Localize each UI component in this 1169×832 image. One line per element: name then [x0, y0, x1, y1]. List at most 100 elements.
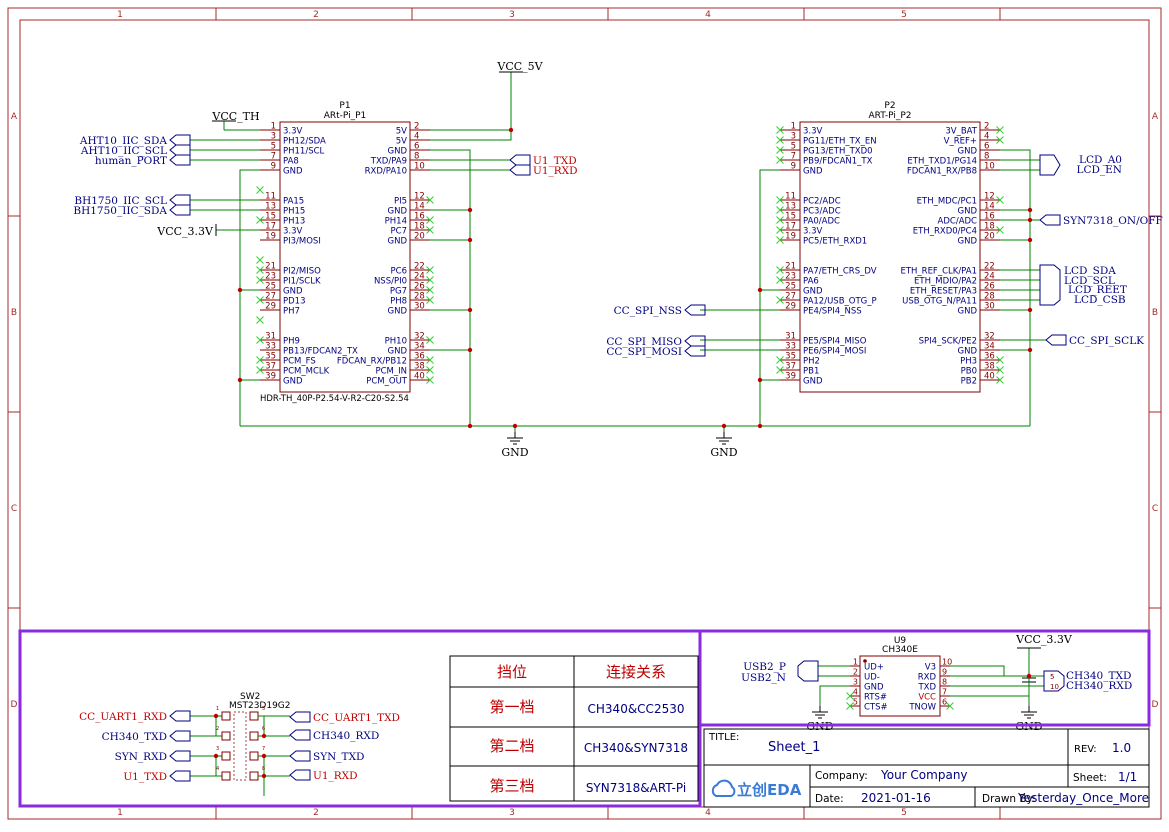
title-block-border — [703, 728, 1150, 808]
pin-number: 20 — [984, 232, 995, 242]
component-ref: P1 — [339, 101, 350, 111]
net-port-shape — [1043, 670, 1065, 692]
pin-name: PE4/SPI4_NSS — [803, 307, 862, 317]
pin-name: PG7 — [390, 287, 407, 297]
pin-number: 7 — [271, 152, 276, 162]
pin-number: 17 — [265, 222, 276, 232]
net-port: SYN_RXD — [115, 750, 191, 763]
no-connect-mark — [996, 136, 1004, 144]
pin-number: 4 — [984, 132, 989, 142]
pin-number: 11 — [265, 192, 276, 202]
no-connect-stroke — [426, 226, 434, 234]
pin-name: PA12/USB_OTG_P — [803, 297, 877, 307]
net-port: human_PORT — [95, 154, 191, 167]
junction-dot — [1027, 347, 1033, 353]
no-connect-stroke — [776, 226, 784, 234]
pin-number: 38 — [984, 362, 995, 372]
pin-number: 8 — [942, 678, 947, 687]
no-connect-stroke — [996, 226, 1004, 234]
switch-contact — [221, 771, 231, 781]
junction-dot — [467, 207, 473, 213]
pin-number: 1 — [216, 706, 219, 712]
no-connect-stroke — [776, 236, 784, 244]
component-ref: SW2 — [240, 692, 260, 702]
pin-name: TXD — [917, 683, 936, 693]
junction-dot — [467, 237, 473, 243]
switch-contact — [221, 751, 231, 761]
junction-dot — [261, 733, 267, 739]
no-connect-mark — [846, 692, 854, 700]
no-connect-stroke — [776, 366, 784, 374]
net-port-label: LCD_CSB — [1074, 294, 1126, 306]
net-port: U1_RXD — [289, 769, 358, 782]
pin-name: PC5/ETH_RXD1 — [803, 237, 867, 247]
net-port-label: LCD_SCL — [1064, 275, 1115, 287]
net-port-shape — [684, 335, 706, 347]
net-port-label: SYN_RXD — [115, 751, 167, 763]
net-port-shape — [289, 769, 311, 781]
power-label: VCC_5V — [496, 60, 543, 73]
pin-name: PCM_FS — [283, 357, 316, 367]
pin-name: GND — [958, 237, 978, 247]
logo-text: 立创EDA — [737, 781, 802, 799]
no-connect-marks — [256, 126, 1004, 710]
pin-name: RXD/PA10 — [365, 167, 407, 177]
column-label: 2 — [313, 808, 319, 818]
switch-sw2: SW2MST23D19G215263748 — [190, 692, 291, 796]
pin-number: 8 — [414, 152, 419, 162]
pin-name: ETH_MDC/PC1 — [917, 197, 977, 207]
column-label: 5 — [901, 10, 907, 20]
net-port-shape — [169, 194, 191, 206]
no-connect-mark — [776, 136, 784, 144]
net-port: U1_RXD — [509, 164, 578, 177]
pin-number: 9 — [942, 668, 947, 677]
pin-number: 32 — [984, 332, 995, 342]
no-connect-mark — [426, 226, 434, 234]
wire — [239, 169, 260, 426]
net-port-label: CH340_RXD — [1066, 680, 1132, 692]
power-label: VCC_TH — [211, 110, 259, 123]
pin-name: UD+ — [864, 663, 884, 673]
pin-number: 5 — [262, 706, 265, 712]
pin-number: 1 — [271, 122, 276, 132]
pin-name: PH2 — [803, 357, 820, 367]
pin-name: PC7 — [391, 227, 407, 237]
pin-name: ETH_REF_CLK/PA1 — [900, 267, 977, 277]
gnd-label: GND — [710, 446, 737, 459]
no-connect-mark — [426, 356, 434, 364]
highlight-box — [698, 629, 1151, 727]
pin-name: V_REF+ — [944, 137, 977, 147]
net-port-shape — [1039, 264, 1061, 306]
pin-number: 13 — [785, 202, 796, 212]
pin-name: PG13/ETH_TXD0 — [803, 147, 873, 157]
pin-name: PA0/ADC — [803, 217, 840, 227]
no-connect-stroke — [776, 216, 784, 224]
no-connect-mark — [776, 296, 784, 304]
table-cell: SYN7318&ART-Pi — [586, 781, 686, 795]
no-connect-mark — [776, 236, 784, 244]
no-connect-stroke — [776, 136, 784, 144]
net-port-label: LCD_SDA — [1064, 265, 1116, 277]
pin-number: 21 — [785, 262, 796, 272]
no-connect-stroke — [846, 692, 854, 700]
pin-number: 2 — [414, 122, 419, 132]
gnd-label: GND — [501, 446, 528, 459]
column-label: 3 — [509, 10, 515, 20]
rev-value: 1.0 — [1112, 741, 1131, 755]
pin-name: GND — [283, 377, 303, 387]
net-port-shape — [169, 144, 191, 156]
column-label: 1 — [117, 10, 123, 20]
gnd-symbol: GND — [501, 432, 529, 459]
no-connect-mark — [776, 216, 784, 224]
pin-number: 10 — [942, 658, 952, 667]
net-port: CC_SPI_SCLK — [1045, 334, 1144, 347]
pin-name: PH13 — [283, 217, 305, 227]
pin-name: PH11/SCL — [283, 147, 325, 157]
pin-number: 12 — [414, 192, 425, 202]
pin-number: 39 — [785, 372, 796, 382]
junction-dot — [1027, 217, 1033, 223]
date-label: Date: — [815, 793, 844, 805]
net-port-label: CC_SPI_MOSI — [606, 346, 682, 358]
component-value: ARt-Pi_P1 — [324, 111, 367, 121]
